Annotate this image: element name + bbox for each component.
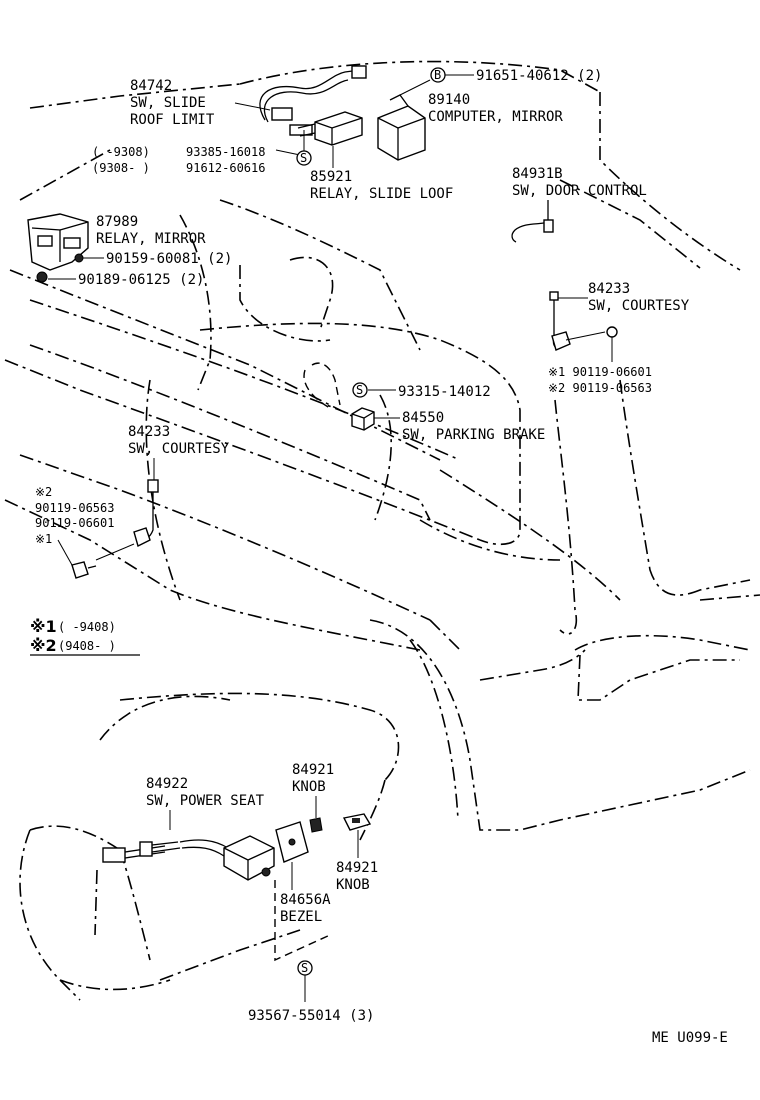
part-84656a-number: 84656A xyxy=(280,892,331,908)
part-89140-number: 89140 xyxy=(428,92,470,108)
screw-s-mark-mid: S xyxy=(356,383,363,397)
part-84550-name: SW, PARKING BRAKE xyxy=(402,427,545,443)
part-90159-number: 90159-60081 (2) xyxy=(106,251,232,267)
part-84656a-name: BEZEL xyxy=(280,909,322,925)
door-control-switch xyxy=(511,200,554,243)
courtesy-switch-left xyxy=(71,479,159,579)
part-89140-name: COMPUTER, MIRROR xyxy=(428,109,563,125)
part-84233-left-name: SW, COURTESY xyxy=(128,441,230,457)
left-bolt-ref-1: 90119-06563 xyxy=(35,501,114,515)
date-legend: ※1 ( -9408) ※2 (9408- ) xyxy=(30,617,140,656)
seat-knob-slide xyxy=(342,813,372,858)
part-85921-number: 85921 xyxy=(310,169,352,185)
left-mark-2: ※2 xyxy=(35,485,52,499)
figure-code: ME U099-E xyxy=(652,1030,728,1046)
left-mark-1: ※1 xyxy=(35,532,52,546)
part-84233-right-number: 84233 xyxy=(588,281,630,297)
part-84931b-name: SW, DOOR CONTROL xyxy=(512,183,647,199)
part-84921-top-name: KNOB xyxy=(292,779,326,795)
slide-roof-limit-switch xyxy=(259,65,367,136)
legend-mark-2: ※2 xyxy=(30,636,57,655)
part-87989-number: 87989 xyxy=(96,214,138,230)
part-84921-bottom-name: KNOB xyxy=(336,877,370,893)
bolt-b-mark: B xyxy=(434,68,441,82)
part-84931b-number: 84931B xyxy=(512,166,563,182)
part-84742-name-line1: SW, SLIDE xyxy=(130,95,206,111)
part-85921-name: RELAY, SLIDE LOOF xyxy=(310,186,453,202)
screw-s-icon: S xyxy=(296,150,312,166)
screw-s-mark-seat: S xyxy=(301,961,308,975)
legend-text-1: ( -9408) xyxy=(58,620,116,634)
courtesy-switch-right xyxy=(549,291,618,362)
legend-mark-1: ※1 xyxy=(30,617,57,636)
seat-screw-guide xyxy=(274,880,331,962)
part-84550-number: 84550 xyxy=(402,410,444,426)
bolt-b-icon: B xyxy=(430,67,446,83)
part-84742-name-line2: ROOF LIMIT xyxy=(130,112,215,128)
part-84922-number: 84922 xyxy=(146,776,188,792)
part-93567-number: 93567-55014 (3) xyxy=(248,1008,374,1024)
part-84233-left-number: 84233 xyxy=(128,424,170,440)
mirror-computer-unit xyxy=(377,79,431,161)
leader-93385 xyxy=(275,149,301,156)
date-range-from-9308: (9308- ) xyxy=(92,161,150,175)
slide-roof-relay xyxy=(297,111,363,146)
part-84922-name: SW, POWER SEAT xyxy=(146,793,265,809)
part-87989-name: RELAY, MIRROR xyxy=(96,231,206,247)
right-bolt-ref-1: ※1 90119-06601 xyxy=(548,365,652,379)
screw-s-icon: S xyxy=(297,960,313,976)
part-90189-number: 90189-06125 (2) xyxy=(78,272,204,288)
leader-84742 xyxy=(234,102,271,111)
parking-brake-pedal-outline xyxy=(303,362,341,409)
part-84921-bottom-number: 84921 xyxy=(336,860,378,876)
nut-90159-icon xyxy=(74,253,104,263)
part-91651-number: 91651-40612 (2) xyxy=(476,68,602,84)
parking-brake-switch xyxy=(351,407,400,431)
seat-switch-bezel xyxy=(275,821,309,890)
part-91612-number: 91612-60616 xyxy=(186,161,265,175)
right-bolt-ref-2: ※2 90119-06563 xyxy=(548,381,652,395)
legend-text-2: (9408- ) xyxy=(58,639,116,653)
screw-s-mark-top: S xyxy=(300,151,307,165)
mirror-relay xyxy=(27,213,89,271)
leader-left-bolt xyxy=(57,539,73,566)
power-seat-switch xyxy=(102,835,275,881)
part-93315-number: 93315-14012 xyxy=(398,384,491,400)
part-84742-number: 84742 xyxy=(130,78,172,94)
part-93385-number: 93385-16018 xyxy=(186,145,265,159)
left-bolt-ref-2: 90119-06601 xyxy=(35,516,114,530)
part-84233-right-name: SW, COURTESY xyxy=(588,298,690,314)
date-range-upto-9308: ( -9308) xyxy=(92,145,150,159)
seat-knob-small xyxy=(309,817,323,833)
bolt-90189-icon xyxy=(36,271,76,283)
screw-s-icon: S xyxy=(352,382,368,398)
part-84921-top-number: 84921 xyxy=(292,762,334,778)
